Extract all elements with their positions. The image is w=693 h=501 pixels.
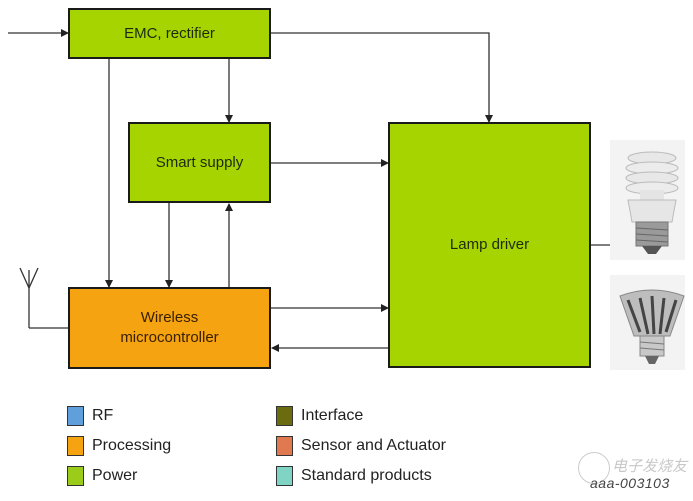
emc-rectifier-block: EMC, rectifier	[68, 8, 271, 59]
figure-id: aaa-003103	[590, 475, 670, 491]
legend-item-processing: Processing	[67, 435, 171, 457]
led-bulb-icon	[610, 275, 685, 370]
lamp-driver-label: Lamp driver	[449, 236, 530, 253]
watermark-text: 电子发烧友	[612, 458, 688, 475]
legend-item-sensor-actuator: Sensor and Actuator	[276, 435, 446, 457]
legend-swatch-standard-products	[276, 466, 293, 486]
legend-swatch-sensor-actuator	[276, 436, 293, 456]
wireless-label-line1: Wireless	[140, 309, 199, 326]
legend-label: Interface	[301, 407, 364, 424]
arrow-emc-to-lamp-driver	[271, 32, 493, 123]
watermark-logo-icon	[578, 452, 610, 484]
legend-swatch-interface	[276, 406, 293, 426]
emc-rectifier-label: EMC, rectifier	[124, 24, 215, 42]
antenna-icon	[19, 267, 69, 329]
legend-label: Power	[92, 467, 138, 484]
smart-supply-block: Smart supply	[128, 122, 271, 203]
legend-label: Sensor and Actuator	[301, 437, 446, 454]
smart-supply-label: Smart supply	[155, 153, 244, 171]
legend-label: Standard products	[301, 467, 432, 484]
cfl-bulb-icon	[610, 140, 685, 260]
legend-item-power: Power	[67, 465, 137, 487]
legend-item-interface: Interface	[276, 405, 363, 427]
lamp-driver-block: Lamp driver	[388, 122, 591, 368]
wireless-label-line2: microcontroller	[120, 329, 219, 346]
legend-item-rf: RF	[67, 405, 113, 427]
legend-swatch-processing	[67, 436, 84, 456]
legend-label: Processing	[92, 437, 172, 454]
wireless-microcontroller-block: Wireless microcontroller	[68, 287, 271, 369]
legend-swatch-power	[67, 466, 84, 486]
legend-item-standard-products: Standard products	[276, 465, 432, 487]
legend-swatch-rf	[67, 406, 84, 426]
legend-label: RF	[92, 407, 114, 424]
